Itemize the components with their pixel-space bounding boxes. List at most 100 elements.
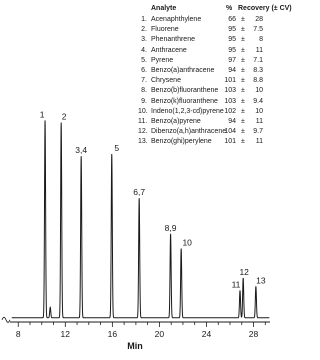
analyte-number: 11. (138, 117, 148, 125)
table-row: 2. Fluorene 95 ±7.5 (138, 25, 283, 35)
recovery-cv: 11 (255, 138, 263, 146)
peak-label: 5 (114, 143, 119, 153)
analyte-number: 13. (138, 138, 148, 146)
recovery-percent: 102 (224, 107, 236, 115)
recovery-percent: 103 (224, 87, 236, 95)
recovery-cv: 9.7 (253, 128, 263, 136)
table-row: 9. Benzo(k)fluoranthene 103 ±9.4 (138, 97, 283, 107)
recovery-percent: 101 (224, 138, 236, 146)
table-row: 1. Acenaphthylene 66 ±28 (138, 15, 283, 25)
table-row: 8. Benzo(b)fluoranthene 103 ±10 (138, 86, 283, 96)
recovery-cv: 11 (255, 46, 263, 54)
plus-minus-sign: ± (241, 56, 245, 64)
analyte-name: Benzo(a)anthracene (151, 66, 215, 74)
plus-minus-sign: ± (241, 26, 245, 34)
x-tick-label: 20 (155, 329, 165, 339)
analyte-number: 2. (141, 26, 147, 34)
recovery-percent: 94 (228, 117, 236, 125)
recovery-cv: 7.1 (253, 56, 263, 64)
recovery-percent: 104 (224, 128, 236, 136)
recovery-percent: 103 (224, 97, 236, 105)
recovery-cv: 8.3 (253, 66, 263, 74)
analyte-name: Phenanthrene (151, 36, 195, 44)
table-row: 7. Chrysene 101 ±8.8 (138, 76, 283, 86)
plus-minus-sign: ± (241, 87, 245, 95)
recovery-cv: 10 (255, 107, 263, 115)
plus-minus-sign: ± (241, 138, 245, 146)
analyte-name: Benzo(ghi)perylene (151, 138, 212, 146)
plus-minus-sign: ± (241, 117, 245, 125)
analyte-name: Benzo(k)fluoranthene (151, 97, 218, 105)
plus-minus-sign: ± (241, 97, 245, 105)
plus-minus-sign: ± (241, 36, 245, 44)
analyte-number: 5. (141, 56, 147, 64)
table-row: 6. Benzo(a)anthracene 94 ±8.3 (138, 66, 283, 76)
x-axis-title: Min (127, 341, 143, 351)
analyte-number: 3. (141, 36, 147, 44)
peak-label: 8,9 (165, 223, 177, 233)
peak-label: 1 (40, 109, 45, 119)
recovery-cv: 9.4 (253, 97, 263, 105)
analyte-name: Anthracene (151, 46, 187, 54)
table-header-row: Analyte % Recovery (± CV) (138, 4, 292, 15)
plus-minus-sign: ± (241, 77, 245, 85)
table-row: 4. Anthracene 95 ±11 (138, 46, 283, 56)
analyte-header: Analyte (151, 5, 177, 12)
analyte-number: 9. (141, 97, 147, 105)
analyte-recovery-table: Analyte % Recovery (± CV) 1. Acenaphthyle… (138, 4, 292, 147)
recovery-percent: 95 (228, 36, 236, 44)
table-row: 11.Benzo(a)pyrene 94 ±11 (138, 117, 283, 127)
recovery-cv: 28 (255, 16, 263, 23)
peak-label: 12 (239, 267, 249, 277)
chromatogram-trace (11, 120, 270, 319)
analyte-name: Dibenzo(a,h)anthracene (151, 128, 227, 136)
recovery-percent: 94 (228, 66, 236, 74)
peak-label: 3,4 (75, 145, 87, 155)
analyte-name: Pyrene (151, 56, 174, 64)
x-tick-label: 16 (108, 329, 118, 339)
plus-minus-sign: ± (241, 107, 245, 115)
analyte-name: Acenaphthylene (151, 16, 202, 23)
table-row: 5. Pyrene 97 ±7.1 (138, 56, 283, 66)
plus-minus-sign: ± (241, 128, 245, 136)
recovery-percent: 66 (228, 16, 236, 23)
recovery-percent: 101 (224, 77, 236, 85)
table-row: 3. Phenanthrene 95 ±8 (138, 35, 283, 45)
x-tick-label: 8 (16, 329, 21, 339)
recovery-cv: 10 (255, 87, 263, 95)
analyte-name: Chrysene (151, 77, 181, 85)
peak-label: 11 (232, 280, 241, 290)
recovery-header: Recovery (± CV) (238, 5, 292, 12)
x-tick-label: 24 (202, 329, 212, 339)
peak-label: 2 (62, 112, 67, 122)
recovery-percent: 97 (228, 56, 236, 64)
peak-label: 13 (256, 275, 266, 285)
recovery-percent: 95 (228, 46, 236, 54)
plus-minus-sign: ± (241, 66, 245, 74)
peak-label: 10 (182, 238, 192, 248)
analyte-number: 7. (141, 77, 147, 85)
x-tick-label: 28 (249, 329, 259, 339)
plus-minus-sign: ± (241, 46, 245, 54)
axis-break-mark (1, 316, 11, 323)
recovery-cv: 11 (255, 117, 263, 125)
recovery-cv: 8.8 (253, 77, 263, 85)
recovery-cv: 8 (259, 36, 263, 44)
x-tick-label: 12 (61, 329, 71, 339)
analyte-name: Benzo(a)pyrene (151, 117, 201, 125)
analyte-name: Indeno(1,2,3-cd)pyrene (151, 107, 224, 115)
peak-label: 6,7 (133, 187, 145, 197)
recovery-cv: 7.5 (253, 26, 263, 34)
analyte-number: 4. (141, 46, 147, 54)
analyte-name: Fluorene (151, 26, 179, 34)
recovery-percent: 95 (228, 26, 236, 34)
percent-header: % (226, 5, 233, 12)
plus-minus-sign: ± (241, 16, 245, 23)
analyte-number: 6. (141, 66, 147, 74)
analyte-number: 8. (141, 87, 147, 95)
analyte-number: 1. (141, 16, 147, 23)
analyte-name: Benzo(b)fluoranthene (151, 87, 219, 95)
